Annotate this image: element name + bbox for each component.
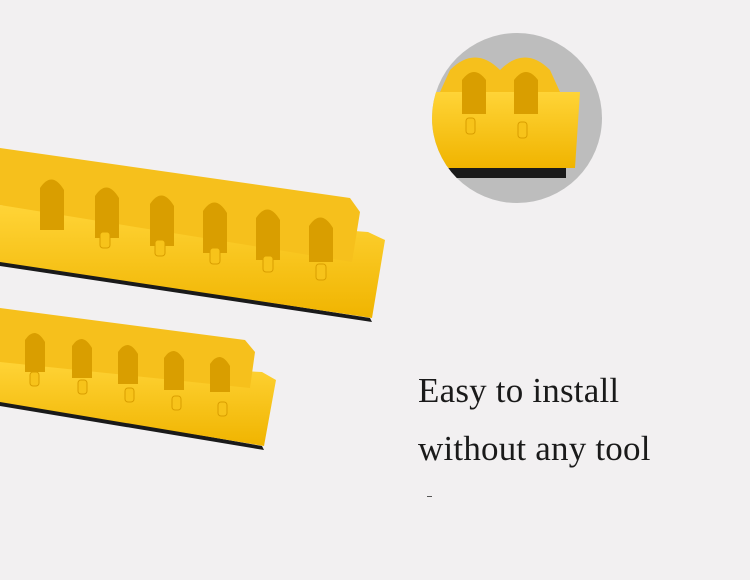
lockout-rail-large <box>0 148 385 322</box>
product-caption: Easy to install without any tool <box>418 362 651 478</box>
lockout-rail-small <box>0 308 276 450</box>
zoom-detail-circle <box>432 33 602 203</box>
decorative-dash <box>427 496 432 497</box>
caption-line-2: without any tool <box>418 429 651 468</box>
caption-line-1: Easy to install <box>418 371 620 410</box>
